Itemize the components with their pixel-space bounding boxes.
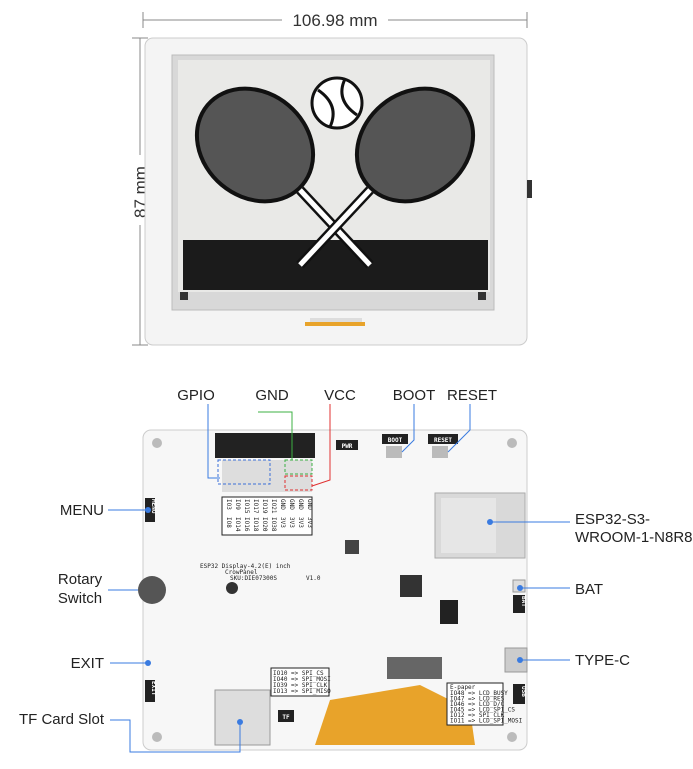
callout-lines: [108, 404, 570, 753]
svg-text:EXIT: EXIT: [150, 681, 157, 696]
tf-label: TF Card Slot: [19, 711, 105, 728]
svg-text:RESET: RESET: [434, 437, 452, 444]
boot-label: BOOT: [393, 387, 436, 404]
svg-text:V1.0: V1.0: [306, 575, 321, 582]
silkscreen-text: IO45 => LCD_SPI_CS: [450, 707, 515, 714]
device-front: [144, 37, 532, 346]
silkscreen-text: IO39 => SPI_CLK: [273, 682, 328, 689]
gpio-header: [215, 433, 315, 458]
svg-text:TF: TF: [282, 714, 290, 721]
svg-text:PWR: PWR: [342, 443, 353, 450]
reset-button-part: [432, 446, 448, 458]
silkscreen-text: IO20: [261, 517, 268, 532]
exit-label: EXIT: [71, 655, 104, 672]
silkscreen-text: GND: [297, 499, 304, 510]
silkscreen-text: 3V3: [306, 517, 313, 528]
gnd-box: [284, 459, 313, 475]
rotary-label-1: Rotary: [58, 571, 103, 588]
silkscreen-text: IO11 => LCD_SPI_MOSI: [450, 718, 523, 725]
silkscreen-text: IO38: [270, 517, 277, 532]
esp-label-1: ESP32-S3-: [575, 511, 650, 528]
vcc-box: [284, 475, 313, 491]
silkscreen-text: IO10 => SPI_CS: [273, 670, 324, 677]
silkscreen-text: GND: [288, 499, 295, 510]
bat-label: BAT: [575, 581, 603, 598]
silkscreen-text: 3V3: [279, 517, 286, 528]
silkscreen-text: 3V3: [297, 517, 304, 528]
silkscreen-text: IO18: [252, 517, 259, 532]
gnd-label: GND: [255, 387, 289, 404]
silkscreen-text: IO46 => LCD_D/C: [450, 701, 505, 708]
silkscreen-text: IO40 => SPI_MOSI: [273, 676, 331, 683]
svg-text:MENU: MENU: [150, 499, 157, 514]
callout-dots: [145, 507, 523, 725]
svg-text:BOOT: BOOT: [388, 437, 403, 444]
silkscreen-text: IO15: [243, 499, 250, 514]
silkscreen-text: IO17: [252, 499, 259, 514]
tennis-ball-icon: [310, 76, 364, 130]
silkscreen-text: IO19: [261, 499, 268, 514]
eink-black-band: [183, 240, 488, 290]
silkscreen-text: IO21: [270, 499, 277, 514]
silkscreen-text: GND: [306, 499, 313, 510]
gpio-box: [217, 459, 271, 485]
silkscreen-text: 3V3: [288, 517, 295, 528]
esp-label-2: WROOM-1-N8R8: [575, 529, 693, 546]
menu-label: MENU: [60, 502, 104, 519]
gpio-label: GPIO: [177, 387, 215, 404]
silkscreen-text: IO8: [225, 517, 232, 528]
tennis-racket-icon: [296, 86, 476, 269]
rotary-label-2: Switch: [58, 590, 102, 607]
typec-label: TYPE-C: [575, 652, 630, 669]
flex-cable: [315, 685, 475, 745]
silkscreen-text: IO14: [234, 517, 241, 532]
svg-text:USB: USB: [520, 686, 527, 697]
svg-text:ESP32 Display-4.2(E) inch: ESP32 Display-4.2(E) inch: [200, 563, 291, 570]
svg-text:CrowPanel: CrowPanel: [225, 569, 258, 576]
reset-label: RESET: [447, 387, 497, 404]
silkscreen-text: GND: [279, 499, 286, 510]
boot-button-part: [386, 446, 402, 458]
vcc-label: VCC: [324, 387, 356, 404]
silkscreen-text: IO47 => LCD_RES: [450, 696, 505, 703]
rotary-switch-part: [138, 576, 166, 604]
silkscreen-text: IO3: [225, 499, 232, 510]
svg-text:E-paper: E-paper: [450, 684, 476, 691]
silkscreen-text: IO48 => LCD_BUSY: [450, 690, 508, 697]
svg-text:SKU:DIE07300S: SKU:DIE07300S: [230, 575, 277, 582]
device-back: PWR BOOT RESET CrowPanel ESP32 Display-4…: [138, 429, 528, 751]
svg-text:BAT: BAT: [520, 596, 527, 607]
width-label: 106.98 mm: [292, 11, 377, 30]
silkscreen-text: IO9: [234, 499, 241, 510]
silkscreen-text: IO16: [243, 517, 250, 532]
tf-card-slot-part: [214, 689, 271, 746]
silkscreen-text: IO12 => SPI_CLK: [450, 712, 505, 719]
silkscreen-text: IO13 => SPI_MISO: [273, 688, 331, 695]
